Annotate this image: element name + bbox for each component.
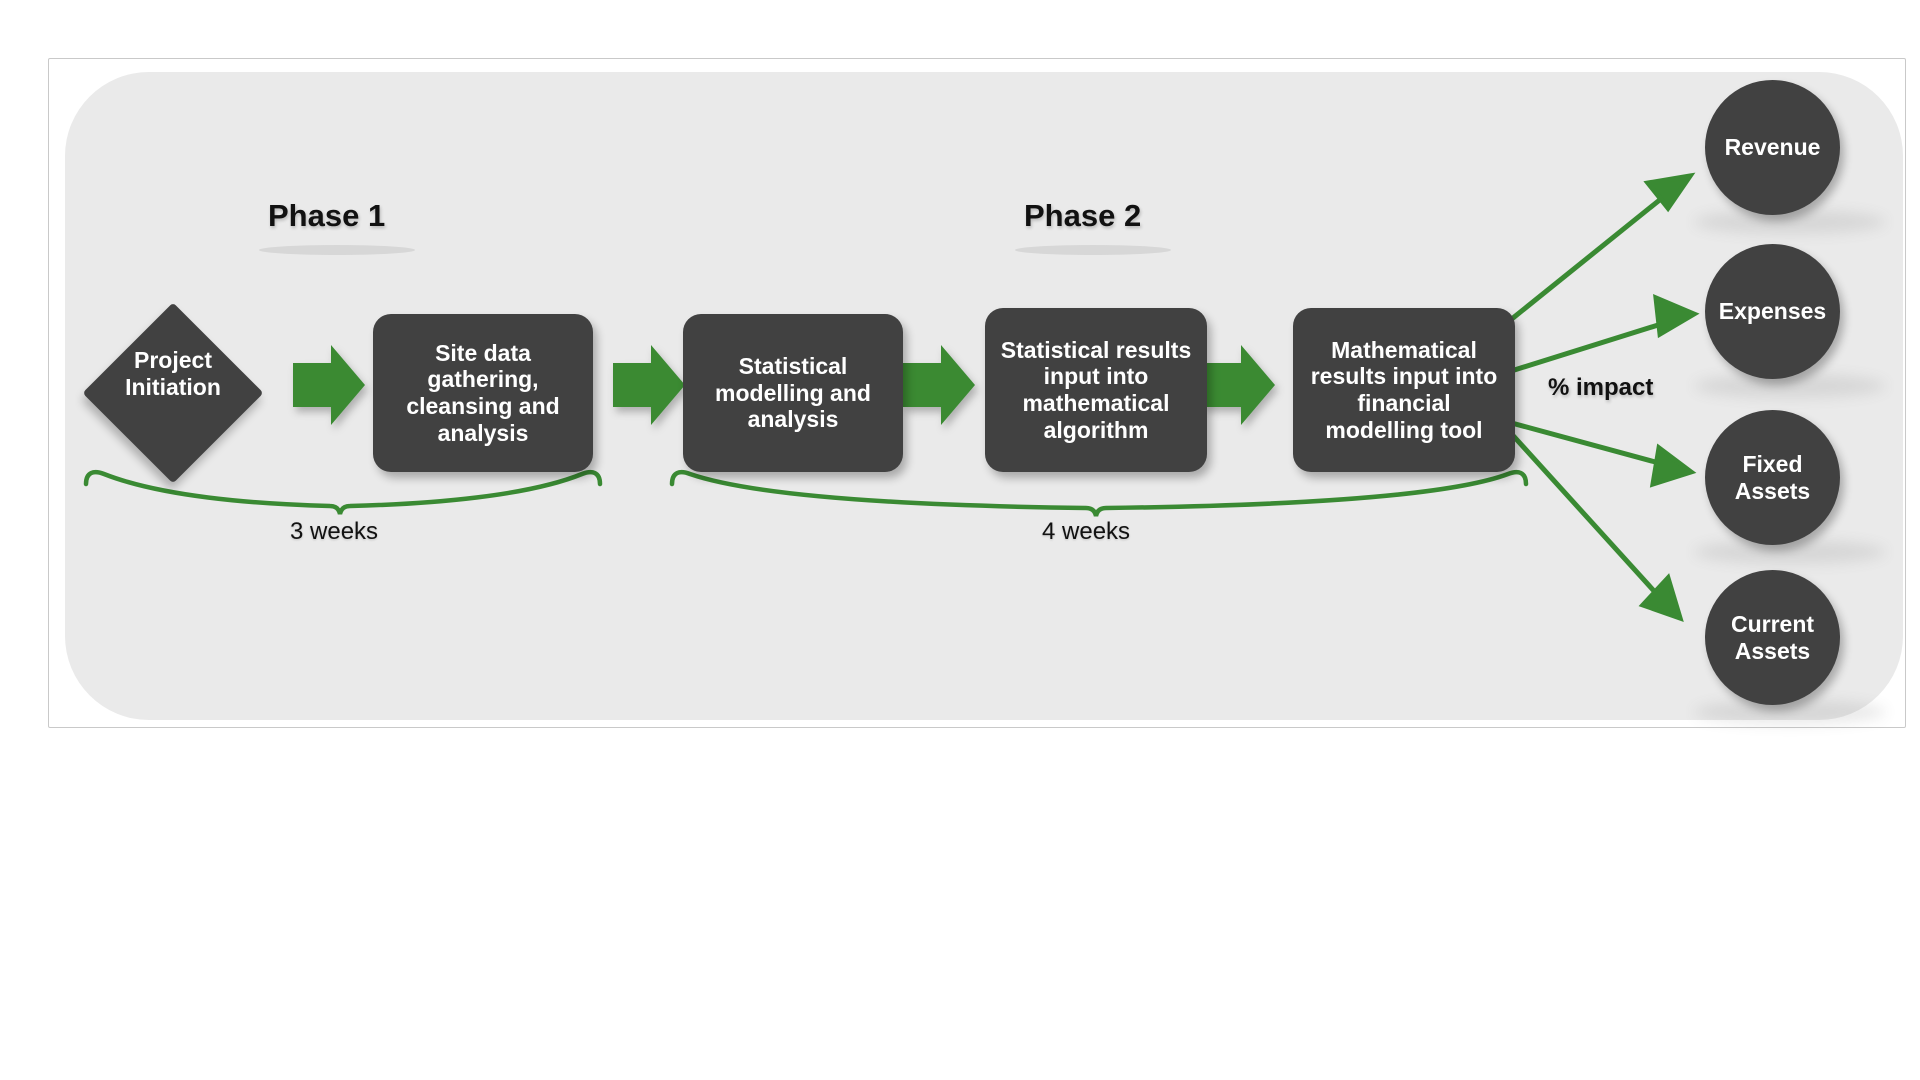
node-label-line-1: Current	[1730, 610, 1815, 637]
node-label: Mathematical results input into financia…	[1310, 336, 1498, 443]
node-statistical-results[interactable]: Statistical results input into mathemati…	[985, 308, 1207, 472]
phase-label-2: Phase 2	[1024, 198, 1142, 233]
node-label: Current Assets	[1731, 611, 1814, 664]
node-label: Statistical results input into mathemati…	[1000, 336, 1192, 443]
node-label-line-2: Initiation	[125, 374, 221, 401]
impact-label: % impact	[1548, 374, 1654, 401]
node-label: Revenue	[1724, 134, 1821, 161]
node-project-initiation[interactable]: Project Initiation	[82, 302, 264, 484]
node-label-line-2: Assets	[1734, 477, 1811, 504]
diagram-background-panel	[65, 72, 1903, 720]
node-label: Fixed Assets	[1735, 451, 1810, 504]
node-output-fixed-assets[interactable]: Fixed Assets	[1705, 410, 1840, 545]
node-label-line-2: Assets	[1734, 637, 1811, 664]
node-output-current-assets[interactable]: Current Assets	[1705, 570, 1840, 705]
node-label-line-1: Fixed	[1742, 450, 1803, 477]
node-label: Expenses	[1718, 298, 1827, 325]
duration-label-phase-2: 4 weeks	[1042, 518, 1131, 545]
node-label-line-1: Project	[134, 347, 212, 373]
node-label: Project Initiation	[71, 347, 275, 401]
node-label: Site data gathering, cleansing and analy…	[406, 339, 560, 446]
node-mathematical-results[interactable]: Mathematical results input into financia…	[1293, 308, 1515, 472]
node-output-revenue[interactable]: Revenue	[1705, 80, 1840, 215]
duration-label-phase-1: 3 weeks	[290, 518, 379, 545]
node-statistical-modelling[interactable]: Statistical modelling and analysis	[683, 314, 903, 472]
phase-label-1: Phase 1	[268, 198, 386, 233]
node-output-expenses[interactable]: Expenses	[1705, 244, 1840, 379]
node-site-data-gathering[interactable]: Site data gathering, cleansing and analy…	[373, 314, 593, 472]
node-label: Statistical modelling and analysis	[715, 352, 871, 433]
